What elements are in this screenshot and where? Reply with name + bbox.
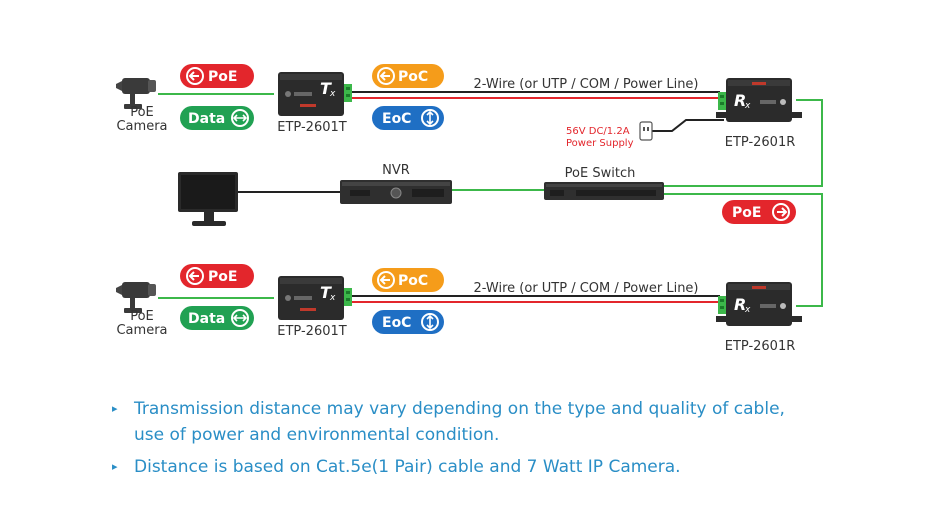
arrow-right-icon	[772, 203, 790, 221]
arrow-left-icon	[377, 67, 395, 85]
rx-device-top: R x	[716, 78, 802, 122]
svg-text:PoE: PoE	[208, 69, 237, 85]
note-item: ▸ Transmission distance may vary dependi…	[112, 396, 872, 448]
nvr-icon	[340, 180, 452, 204]
camera-label-top-2: Camera	[116, 119, 167, 134]
svg-text:x: x	[329, 89, 336, 99]
data-pill-top: Data	[180, 106, 254, 130]
svg-text:T: T	[320, 283, 332, 302]
note-text: Distance is based on Cat.5e(1 Pair) cabl…	[134, 457, 681, 477]
switch-rx-cable-bottom	[664, 193, 823, 307]
wire-label-bottom: 2-Wire (or UTP / COM / Power Line)	[473, 281, 698, 296]
power-adapter-cord	[652, 119, 724, 132]
note-text: use of power and environmental condition…	[134, 425, 500, 445]
wire-label-top: 2-Wire (or UTP / COM / Power Line)	[473, 77, 698, 92]
arrow-left-icon	[186, 267, 204, 285]
svg-text:R: R	[734, 91, 746, 110]
poe-pill-bottom: PoE	[180, 264, 254, 288]
connection-diagram: PoE Camera PoE Data T x ETP-2601T PoC Eo…	[116, 64, 823, 354]
svg-text:T: T	[320, 79, 332, 98]
arrow-both-icon	[421, 109, 439, 127]
arrow-both-icon	[231, 109, 249, 127]
bullet-icon: ▸	[112, 402, 118, 415]
camera-label-bottom-2: Camera	[116, 323, 167, 338]
arrow-left-icon	[377, 271, 395, 289]
tx-label-top: ETP-2601T	[277, 120, 346, 135]
poe-pill-top: PoE	[180, 64, 254, 88]
svg-text:EoC: EoC	[382, 111, 411, 127]
svg-text:PoC: PoC	[398, 273, 428, 289]
switch-icon	[544, 182, 664, 200]
arrow-left-icon	[186, 67, 204, 85]
power-supply-label-2: Power Supply	[566, 138, 634, 149]
svg-text:Data: Data	[188, 311, 225, 327]
rx-switch-cable-top	[664, 99, 823, 187]
svg-text:EoC: EoC	[382, 315, 411, 331]
eoc-pill-bottom: EoC	[372, 310, 444, 334]
rx-device-bottom: R x	[716, 282, 802, 326]
svg-text:x: x	[329, 293, 336, 303]
note-item: ▸ Distance is based on Cat.5e(1 Pair) ca…	[112, 454, 872, 480]
arrow-both-icon	[231, 309, 249, 327]
tx-label-bottom: ETP-2601T	[277, 324, 346, 339]
power-supply-label-1: 56V DC/1.2A	[566, 126, 630, 137]
rx-label-top: ETP-2601R	[725, 135, 796, 150]
svg-text:PoE: PoE	[732, 205, 761, 221]
camera-label-top-1: PoE	[130, 105, 154, 120]
poe-pill-middle: PoE	[722, 200, 796, 224]
svg-text:Data: Data	[188, 111, 225, 127]
arrow-both-icon	[421, 313, 439, 331]
monitor-icon	[178, 172, 238, 226]
svg-text:R: R	[734, 295, 746, 314]
poc-pill-top: PoC	[372, 64, 444, 88]
poc-pill-bottom: PoC	[372, 268, 444, 292]
bullet-icon: ▸	[112, 460, 118, 473]
nvr-label: NVR	[382, 163, 410, 178]
notes-section: ▸ Transmission distance may vary dependi…	[112, 396, 872, 486]
switch-label: PoE Switch	[565, 166, 636, 181]
rx-label-bottom: ETP-2601R	[725, 339, 796, 354]
tx-device-bottom: T x	[278, 276, 352, 320]
svg-text:PoC: PoC	[398, 69, 428, 85]
tx-device-top: T x	[278, 72, 352, 116]
camera-label-bottom-1: PoE	[130, 309, 154, 324]
data-pill-bottom: Data	[180, 306, 254, 330]
svg-text:PoE: PoE	[208, 269, 237, 285]
svg-text:x: x	[744, 101, 751, 111]
eoc-pill-top: EoC	[372, 106, 444, 130]
svg-text:x: x	[744, 305, 751, 315]
power-adapter-icon	[639, 121, 653, 141]
note-text: Transmission distance may vary depending…	[134, 399, 785, 419]
